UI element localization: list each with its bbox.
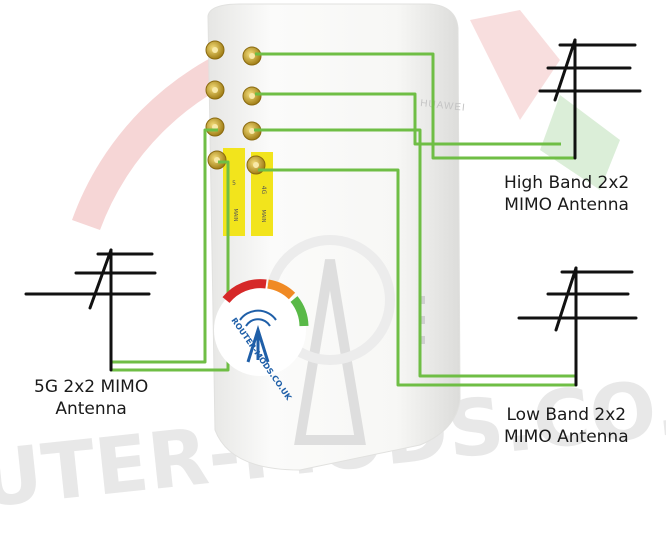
connector-port [205, 40, 225, 60]
fiveg-label: 5G 2x2 MIMO Antenna [34, 377, 149, 419]
low-band-antenna [517, 266, 638, 387]
high-band-antenna [538, 38, 642, 160]
router: HUAWEI [207, 3, 467, 471]
body-tower-watermark [294, 259, 366, 445]
connector-port [242, 46, 262, 66]
led-indicator [421, 336, 425, 344]
cable-low-band-1 [254, 128, 576, 378]
svg-text:4G: 4G [260, 186, 267, 195]
high-band-label: High Band 2x2 MIMO Antenna [504, 173, 630, 215]
led-indicator [421, 296, 425, 304]
router-brand: HUAWEI [420, 98, 467, 114]
low-band-label: Low Band 2x2 MIMO Antenna [504, 405, 629, 447]
svg-text:MAIN: MAIN [260, 210, 266, 223]
cable-high-band-1 [255, 52, 576, 160]
cable-5g-1 [111, 128, 218, 364]
svg-text:MAIN: MAIN [232, 209, 238, 222]
svg-text:5: 5 [232, 180, 236, 187]
sma-connectors [205, 40, 266, 175]
connector-port [207, 150, 227, 170]
cable-low-band-2 [258, 168, 576, 387]
fiveg-antenna [24, 248, 157, 372]
cables [111, 52, 576, 387]
led-indicator [421, 316, 425, 324]
cable-5g-2 [111, 160, 230, 372]
connector-port [205, 80, 225, 100]
cable-high-band-2 [255, 92, 561, 146]
tower-icon [246, 324, 270, 363]
connector-port [242, 86, 262, 106]
connector-port [205, 117, 225, 137]
